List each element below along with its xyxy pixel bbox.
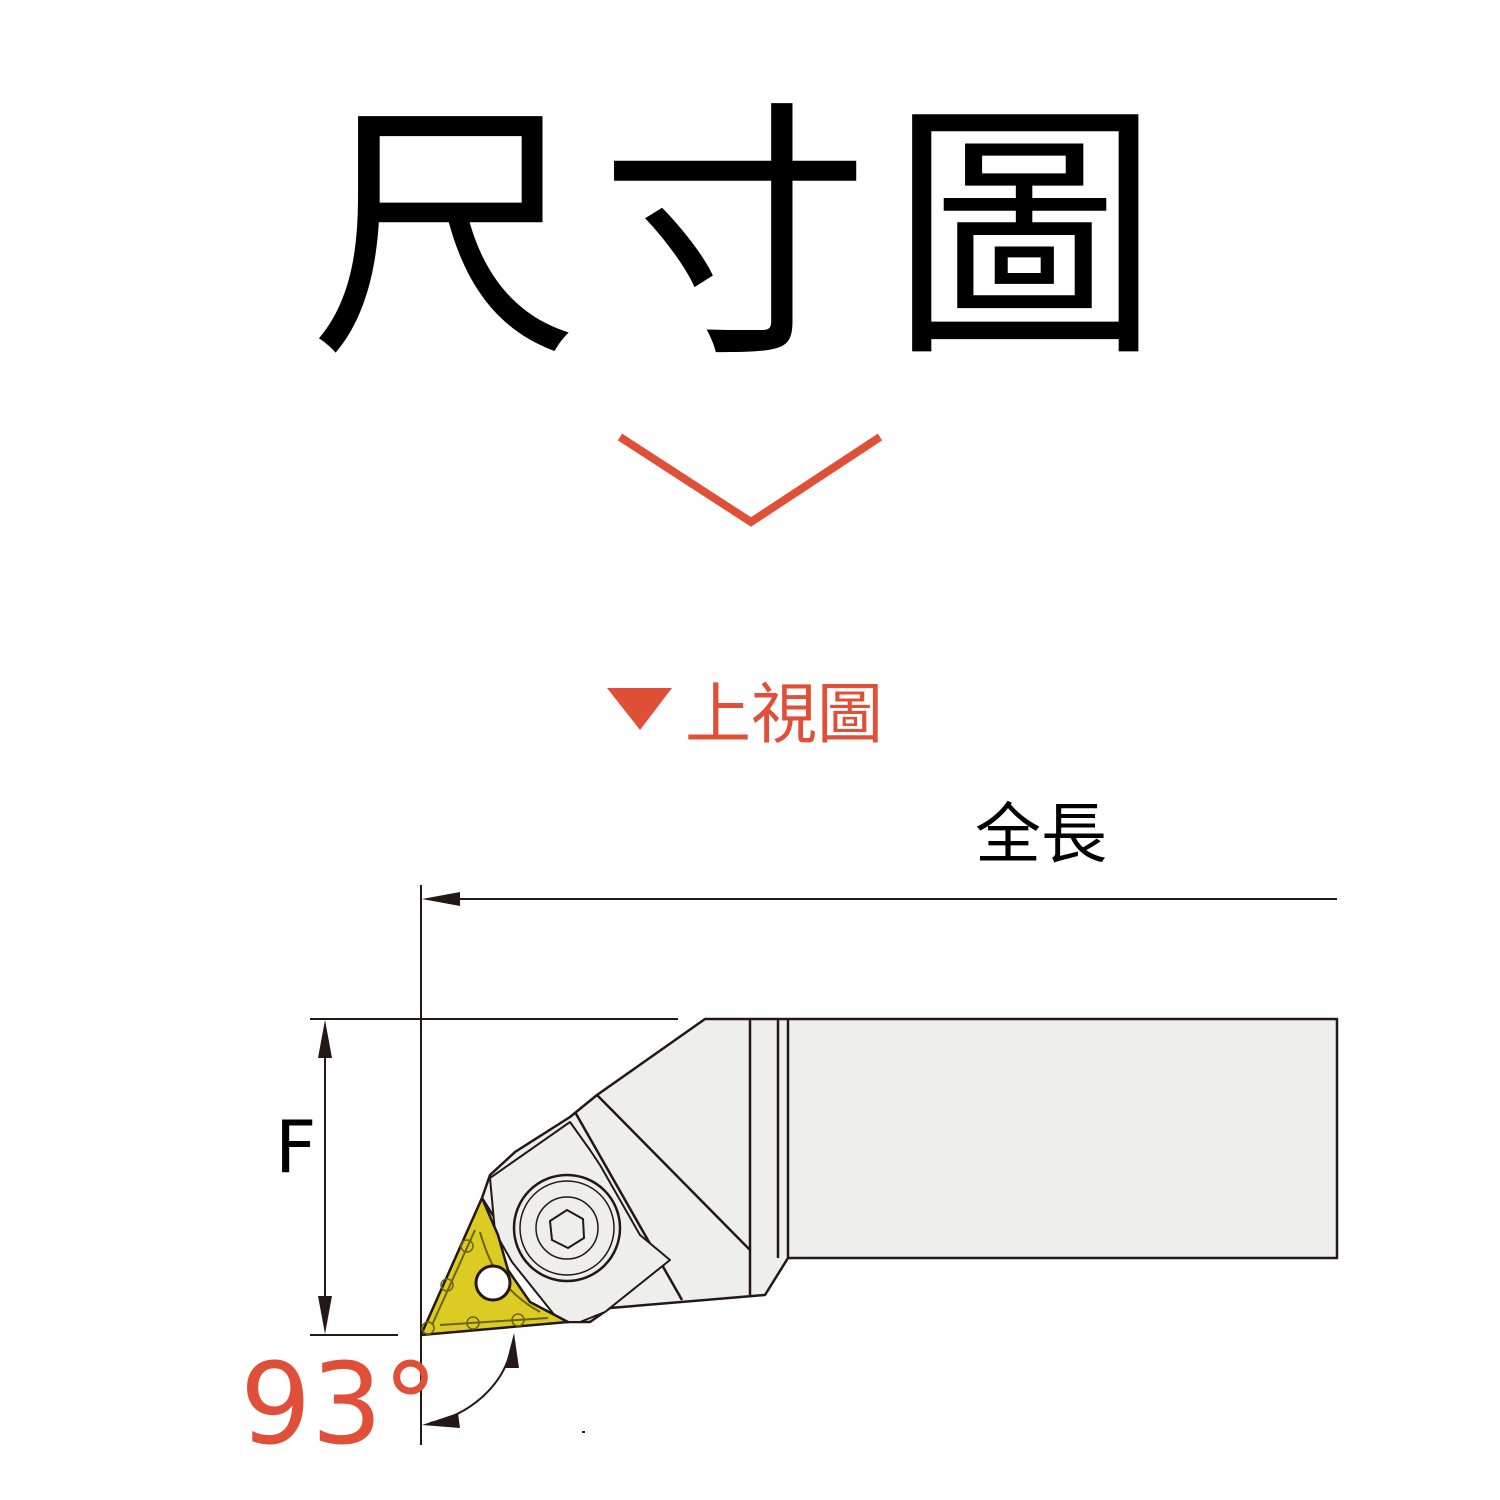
dot-mark (582, 1431, 585, 1433)
triangle-down-icon (607, 688, 672, 730)
arrowhead-up (318, 1020, 332, 1058)
chevron-down-icon (617, 433, 883, 527)
overall-length-label: 全長 (975, 796, 1107, 873)
angle-arrowhead-up (505, 1333, 519, 1368)
angle-arrowhead-left (422, 1413, 460, 1428)
page-title: 尺寸圖 (310, 79, 1180, 394)
arrowhead-left (422, 892, 460, 906)
approach-angle-label: 93° (240, 1340, 439, 1470)
cutting-insert (419, 1196, 570, 1337)
section-heading-top-view: 上視圖 (685, 676, 883, 753)
hex-socket-icon (549, 1209, 585, 1249)
arrowhead-down (318, 1296, 332, 1334)
f-dimension-label: F (275, 1105, 316, 1189)
tool-holder (480, 1017, 1339, 1324)
